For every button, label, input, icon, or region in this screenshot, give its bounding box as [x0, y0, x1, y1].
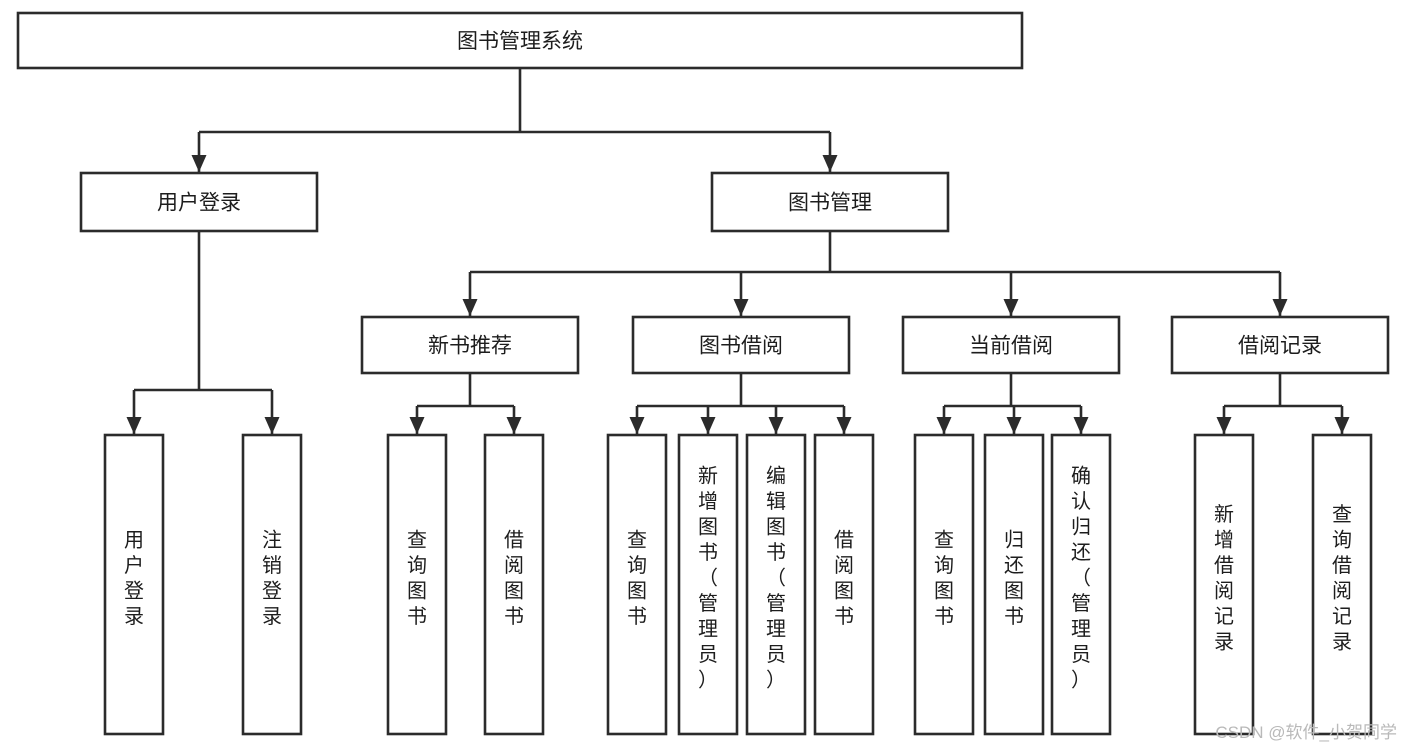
- arrow-head: [409, 417, 425, 434]
- node-box-book-manage: [710, 171, 950, 233]
- node-label-leaf-edit-book-admin: 编辑图书（管理员）: [766, 465, 786, 692]
- connector-root-to-level2: [191, 68, 838, 172]
- arrow-head: [1216, 417, 1232, 434]
- node-label-user-login: 用户登录: [157, 192, 241, 215]
- node-leaf-add-book-admin[interactable]: 新增图书（管理员）: [677, 433, 739, 736]
- node-box-book-borrow: [631, 315, 851, 375]
- node-label-book-manage: 图书管理: [788, 192, 872, 215]
- node-leaf-add-borrow-record[interactable]: 新增借阅记录: [1193, 433, 1255, 736]
- node-label-book-borrow: 图书借阅: [699, 335, 783, 358]
- node-box-leaf-edit-book-admin: [745, 433, 807, 736]
- node-user-login[interactable]: 用户登录: [79, 171, 319, 233]
- node-label-leaf-query-book-current: 查询图书: [934, 528, 954, 628]
- node-label-leaf-query-book-borrow: 查询图书: [627, 528, 647, 628]
- node-box-current-borrow: [901, 315, 1121, 375]
- node-box-leaf-add-borrow-record: [1193, 433, 1255, 736]
- node-leaf-query-book-borrow[interactable]: 查询图书: [606, 433, 668, 736]
- node-box-leaf-borrow-book: [813, 433, 875, 736]
- arrow-head: [1272, 299, 1288, 316]
- node-leaf-return-book[interactable]: 归还图书: [983, 433, 1045, 736]
- connector-borrow-to-leaves: [629, 373, 852, 434]
- node-layer: 图书管理系统用户登录图书管理新书推荐图书借阅当前借阅借阅记录用户登录注销登录查询…: [16, 11, 1390, 736]
- node-box-root: [16, 11, 1024, 70]
- node-leaf-query-book-current[interactable]: 查询图书: [913, 433, 975, 736]
- node-label-borrow-record: 借阅记录: [1238, 335, 1322, 358]
- node-leaf-query-book-recommend[interactable]: 查询图书: [386, 433, 448, 736]
- arrow-head: [1073, 417, 1089, 434]
- node-box-leaf-query-book-recommend: [386, 433, 448, 736]
- node-label-leaf-return-book: 归还图书: [1004, 528, 1024, 628]
- arrow-head: [1006, 417, 1022, 434]
- node-box-leaf-borrow-book-recommend: [483, 433, 545, 736]
- node-box-leaf-query-book-current: [913, 433, 975, 736]
- arrow-head: [629, 417, 645, 434]
- node-leaf-borrow-book[interactable]: 借阅图书: [813, 433, 875, 736]
- node-box-leaf-user-logout: [241, 433, 303, 736]
- connector-user-login-to-leaves: [126, 231, 280, 434]
- node-label-new-book-recommend: 新书推荐: [428, 335, 512, 358]
- node-leaf-borrow-book-recommend[interactable]: 借阅图书: [483, 433, 545, 736]
- arrow-head: [462, 299, 478, 316]
- connector-book-manage-to-level3: [462, 231, 1288, 316]
- node-box-leaf-add-book-admin: [677, 433, 739, 736]
- node-borrow-record[interactable]: 借阅记录: [1170, 315, 1390, 375]
- arrow-head: [836, 417, 852, 434]
- node-label-leaf-query-borrow-record: 查询借阅记录: [1332, 503, 1352, 654]
- node-leaf-user-login[interactable]: 用户登录: [103, 433, 165, 736]
- node-box-leaf-return-book: [983, 433, 1045, 736]
- node-label-leaf-user-logout: 注销登录: [262, 528, 282, 628]
- node-label-leaf-add-borrow-record: 新增借阅记录: [1214, 503, 1234, 654]
- node-label-current-borrow: 当前借阅: [969, 335, 1053, 358]
- node-label-leaf-user-login: 用户登录: [124, 529, 144, 628]
- arrow-head: [191, 155, 207, 172]
- node-book-borrow[interactable]: 图书借阅: [631, 315, 851, 375]
- node-leaf-user-logout[interactable]: 注销登录: [241, 433, 303, 736]
- arrow-head: [506, 417, 522, 434]
- connector-record-to-leaves: [1216, 373, 1350, 434]
- arrow-head: [264, 417, 280, 434]
- arrow-head: [126, 417, 142, 434]
- node-label-leaf-add-book-admin: 新增图书（管理员）: [698, 465, 718, 692]
- arrow-head: [1003, 299, 1019, 316]
- arrow-head: [700, 417, 716, 434]
- node-box-leaf-query-book-borrow: [606, 433, 668, 736]
- node-leaf-query-borrow-record[interactable]: 查询借阅记录: [1311, 433, 1373, 736]
- connector-recommend-to-leaves: [409, 373, 522, 434]
- arrow-head: [936, 417, 952, 434]
- node-current-borrow[interactable]: 当前借阅: [901, 315, 1121, 375]
- node-book-manage[interactable]: 图书管理: [710, 171, 950, 233]
- node-label-root: 图书管理系统: [457, 30, 583, 53]
- node-label-leaf-borrow-book: 借阅图书: [834, 528, 854, 628]
- node-leaf-confirm-return-admin[interactable]: 确认归还（管理员）: [1050, 433, 1112, 736]
- arrow-head: [733, 299, 749, 316]
- node-box-borrow-record: [1170, 315, 1390, 375]
- node-box-new-book-recommend: [360, 315, 580, 375]
- arrow-head: [1334, 417, 1350, 434]
- node-label-leaf-query-book-recommend: 查询图书: [407, 528, 427, 628]
- node-box-user-login: [79, 171, 319, 233]
- node-box-leaf-confirm-return-admin: [1050, 433, 1112, 736]
- node-label-leaf-confirm-return-admin: 确认归还（管理员）: [1071, 465, 1091, 692]
- node-box-leaf-user-login: [103, 433, 165, 736]
- node-new-book-recommend[interactable]: 新书推荐: [360, 315, 580, 375]
- connector-layer: [126, 68, 1350, 434]
- node-box-leaf-query-borrow-record: [1311, 433, 1373, 736]
- arrow-head: [768, 417, 784, 434]
- connector-current-to-leaves: [936, 373, 1089, 434]
- node-label-leaf-borrow-book-recommend: 借阅图书: [504, 528, 524, 628]
- node-leaf-edit-book-admin[interactable]: 编辑图书（管理员）: [745, 433, 807, 736]
- arrow-head: [822, 155, 838, 172]
- node-root[interactable]: 图书管理系统: [16, 11, 1024, 70]
